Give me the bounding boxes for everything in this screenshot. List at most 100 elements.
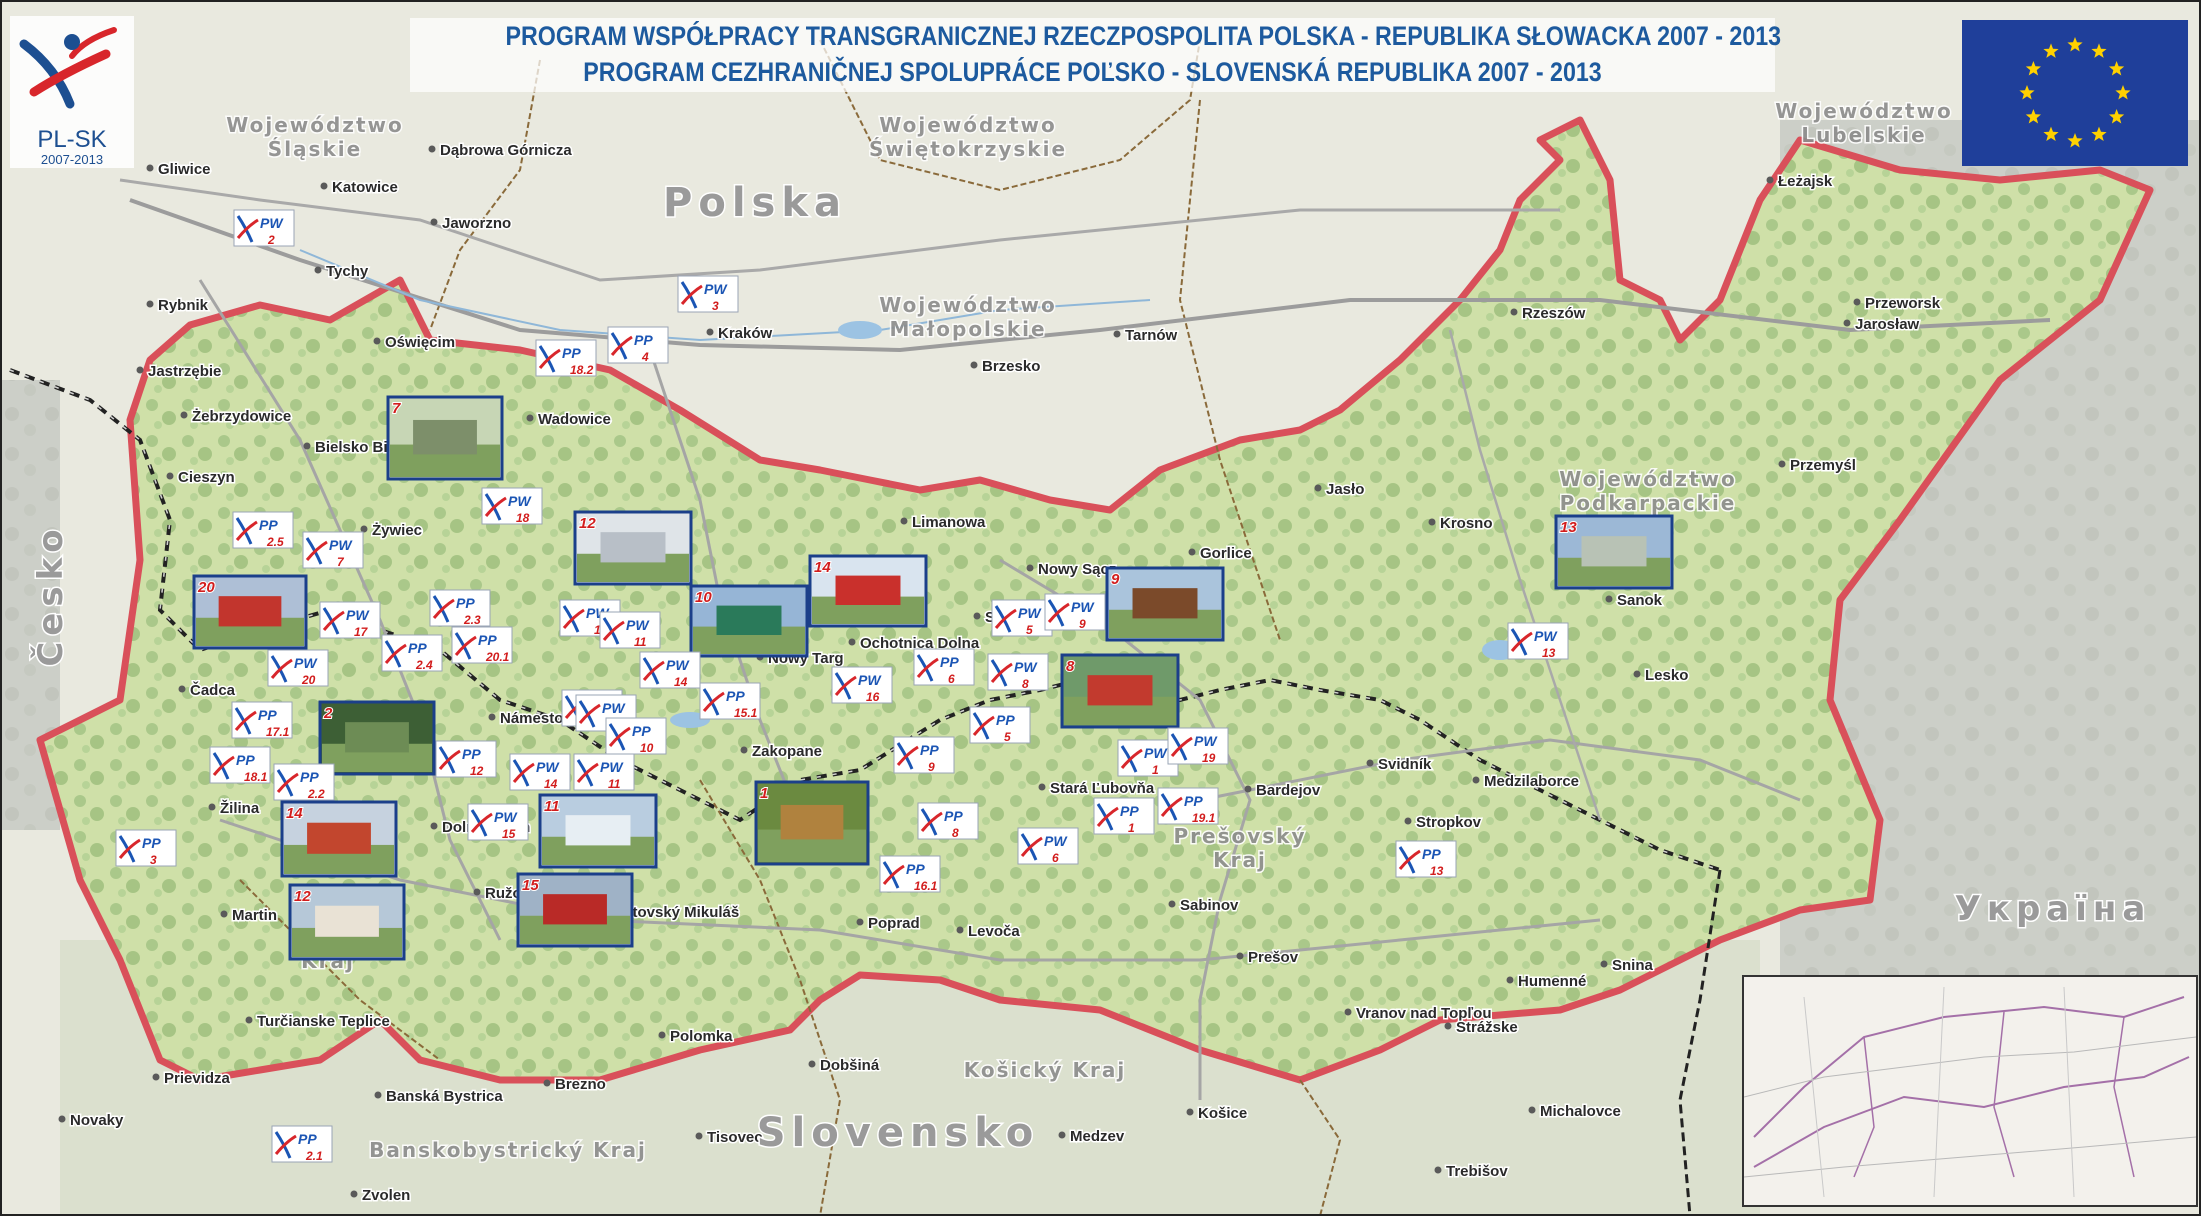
marker-emblem-accent (642, 660, 665, 681)
project-marker-pp[interactable]: PP5 (969, 706, 1031, 744)
photo-number: 9 (1111, 571, 1120, 588)
marker-emblem-accent (1510, 631, 1533, 652)
city-label: Tarnów (1125, 327, 1178, 344)
region-border-6 (1299, 1079, 1342, 1216)
marker-number: 18 (516, 511, 530, 525)
city-dot (1843, 319, 1851, 327)
project-marker-pw[interactable]: PW 20 (267, 649, 329, 687)
city-dot (1366, 759, 1374, 767)
project-marker-pw[interactable]: PW3 (677, 275, 739, 313)
region-label-presovsky: Prešovský (1173, 824, 1306, 848)
marker-type: PP (478, 632, 497, 648)
project-marker-pp[interactable]: PP2.2 (273, 763, 335, 801)
city-dot (1766, 176, 1774, 184)
marker-emblem-accent (1047, 602, 1070, 623)
marker-number: 16 (866, 690, 880, 704)
project-marker-pp[interactable]: PP9 (893, 736, 955, 774)
marker-number: 20 (301, 673, 316, 687)
project-marker-pp[interactable]: PP3 (115, 829, 177, 867)
city-dot (58, 1115, 66, 1123)
city-dot (428, 145, 436, 153)
city-dot (146, 164, 154, 172)
city-dot (1853, 298, 1861, 306)
marker-number: 6 (1052, 851, 1059, 865)
project-marker-pp[interactable]: PP 18.2 (535, 339, 597, 377)
city-label: Poprad (868, 915, 920, 932)
region-border-3 (1178, 99, 1281, 641)
marker-type: PW (666, 657, 690, 673)
photo-subject (315, 905, 379, 937)
city-dot (1404, 817, 1412, 825)
marker-bg (319, 601, 381, 639)
project-marker-pw[interactable]: PW6 (1017, 827, 1079, 865)
road-7 (1199, 738, 1801, 802)
project-marker-pp[interactable]: PP2.3 (429, 589, 491, 627)
marker-type: PW (294, 655, 318, 671)
project-marker-pp[interactable]: PP8 (917, 802, 979, 840)
logo-years: 2007-2013 (40, 152, 104, 167)
city-dot (320, 182, 328, 190)
marker-emblem-accent (1020, 836, 1043, 857)
project-marker-pp[interactable]: PP1 (1093, 797, 1155, 835)
marker-number: 15 (502, 827, 516, 841)
marker-emblem-accent (454, 635, 477, 656)
city-label: Kraków (718, 325, 773, 342)
lake-1 (838, 321, 882, 339)
project-marker-pp[interactable]: PP2.1 (271, 1125, 333, 1163)
marker-type: PP (562, 345, 581, 361)
marker-emblem-accent (235, 520, 258, 541)
marker-emblem-accent (576, 762, 599, 783)
project-marker-pp[interactable]: PP4 (607, 326, 669, 364)
marker-bg (607, 326, 669, 364)
logo-name: PL-SK (37, 126, 107, 153)
project-marker-pp[interactable]: PP2.5 (232, 511, 294, 549)
marker-emblem-accent (274, 1134, 297, 1155)
project-marker-pw[interactable]: PW8 (987, 653, 1049, 691)
inset-overview-map[interactable] (1742, 975, 2198, 1207)
project-marker-pp[interactable]: PP6 (913, 648, 975, 686)
project-marker-pw[interactable]: PW5 (991, 599, 1053, 637)
marker-type: PP (456, 595, 475, 611)
city-dot (973, 612, 981, 620)
marker-emblem-accent (608, 726, 631, 747)
city-dot (180, 411, 188, 419)
marker-type: PW (1144, 745, 1168, 761)
city-label: Tychy (326, 263, 369, 280)
marker-number: 17.1 (266, 725, 290, 739)
marker-number: 5 (1026, 623, 1033, 637)
project-marker-pw[interactable]: PW7 (302, 531, 364, 569)
marker-number: 1 (1128, 821, 1135, 835)
project-marker-pp[interactable]: PP2.4 (381, 634, 443, 672)
project-marker-pw[interactable]: PW2 (233, 209, 295, 247)
marker-number: 18.2 (570, 363, 594, 377)
region-border-1 (429, 59, 541, 331)
city-label: Krosno (1440, 515, 1493, 532)
photo-number: 8 (1066, 658, 1075, 675)
marker-type: PW (346, 607, 370, 623)
marker-type: PP (462, 746, 481, 762)
city-dot (136, 366, 144, 374)
project-marker-pw[interactable]: PW9 (1044, 593, 1106, 631)
marker-bg (893, 736, 955, 774)
photo-subject (780, 804, 844, 840)
